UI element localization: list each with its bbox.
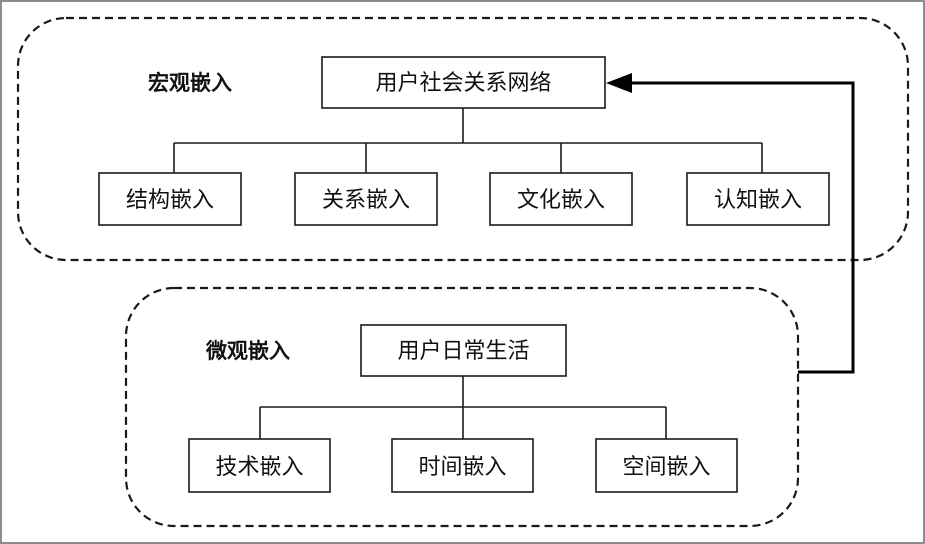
- micro-child-label: 技术嵌入: [215, 455, 303, 480]
- micro-root-node: 用户日常生活: [360, 324, 567, 377]
- macro-child-node: 关系嵌入: [294, 172, 438, 226]
- macro-child-label: 认知嵌入: [714, 188, 802, 213]
- macro-child-label: 文化嵌入: [517, 188, 605, 213]
- micro-child-node: 时间嵌入: [391, 438, 534, 493]
- macro-root-node: 用户社会关系网络: [321, 56, 606, 109]
- micro-child-node: 空间嵌入: [595, 438, 738, 493]
- micro-group-boundary: [124, 286, 800, 528]
- micro-group-label: 微观嵌入: [205, 339, 290, 363]
- macro-group-boundary: [16, 16, 910, 262]
- macro-root-label: 用户社会关系网络: [375, 71, 551, 96]
- feedback-arrow: [606, 73, 855, 374]
- macro-child-node: 结构嵌入: [98, 172, 242, 226]
- macro-connectors: [173, 108, 763, 173]
- micro-child-label: 时间嵌入: [418, 455, 506, 480]
- micro-root-label: 用户日常生活: [397, 339, 529, 364]
- macro-child-node: 认知嵌入: [686, 172, 830, 226]
- macro-child-label: 关系嵌入: [322, 188, 410, 213]
- macro-group-label: 宏观嵌入: [148, 71, 232, 95]
- micro-connectors: [259, 376, 667, 439]
- macro-child-label: 结构嵌入: [126, 188, 214, 213]
- macro-child-node: 文化嵌入: [489, 172, 633, 226]
- micro-child-label: 空间嵌入: [622, 455, 710, 480]
- micro-child-node: 技术嵌入: [188, 438, 331, 493]
